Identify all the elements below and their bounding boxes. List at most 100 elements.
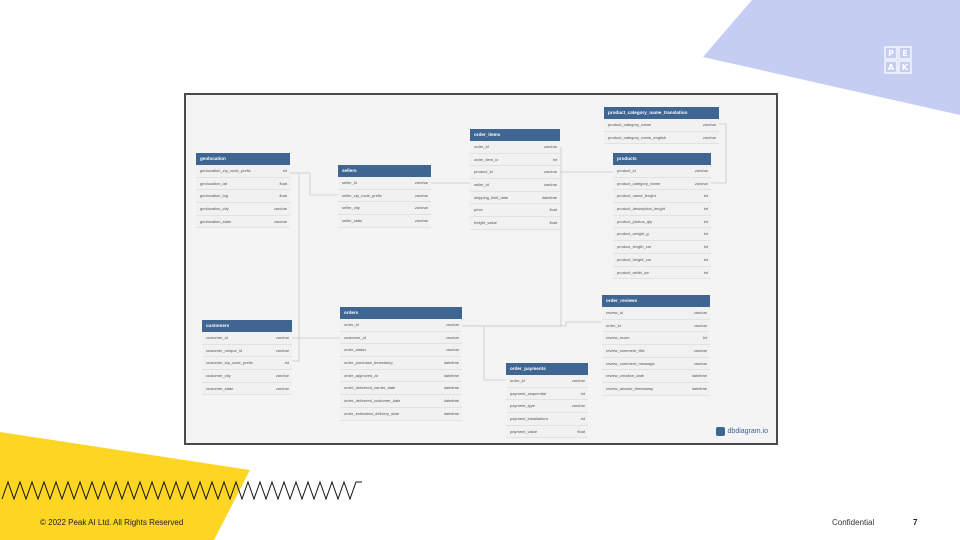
- column-name: payment_sequential: [510, 390, 546, 396]
- column-name: order_status: [344, 347, 367, 353]
- table-title: geolocation: [196, 153, 290, 165]
- column-type: float: [549, 207, 557, 213]
- column-type: datetime: [541, 194, 557, 200]
- table-product-category-name-translation[interactable]: product_category_name_translation produc…: [604, 107, 719, 145]
- table-products[interactable]: products product_id varchar product_categ…: [613, 153, 711, 280]
- share-icon: [715, 427, 725, 436]
- column-name: product_length_cm: [617, 244, 652, 250]
- column-type: int: [703, 206, 708, 212]
- column-type: varchar: [702, 134, 716, 140]
- lavender-corner-shape: [703, 0, 960, 115]
- column-name: product_height_cm: [617, 256, 652, 262]
- logo-letter-a: A: [888, 63, 895, 72]
- zigzag-line: [1, 480, 362, 501]
- column-type: varchar: [571, 378, 585, 383]
- yellow-corner-shape: [0, 432, 250, 540]
- dbdiagram-watermark[interactable]: dbdiagram.io: [715, 427, 768, 436]
- column-type: int: [703, 269, 708, 275]
- column-type: int: [284, 360, 289, 366]
- column-name: order_estimated_delivery_date: [344, 410, 399, 416]
- column-name: order_item_id: [474, 156, 499, 162]
- column-name: geolocation_lng: [200, 193, 229, 199]
- table-title: customers: [202, 320, 292, 332]
- column-name: customer_unique_id: [206, 347, 243, 353]
- column-name: product_name_lenght: [617, 193, 656, 199]
- peak-logo-icon: P E A K: [884, 46, 912, 74]
- column-type: varchar: [543, 182, 557, 188]
- column-type: varchar: [445, 347, 459, 353]
- column-name: product_category_name_english: [608, 134, 667, 140]
- table-title: order_reviews: [602, 295, 710, 307]
- page-number: 7: [913, 518, 918, 527]
- table-title: order_payments: [506, 363, 588, 375]
- column-type: float: [279, 193, 287, 199]
- column-name: product_description_lenght: [617, 206, 666, 212]
- column-name: order_id: [606, 322, 621, 328]
- column-type: varchar: [543, 144, 557, 149]
- column-type: varchar: [694, 168, 708, 173]
- column-name: payment_type: [510, 403, 536, 409]
- column-type: int: [703, 231, 708, 237]
- relationship-line: [711, 123, 727, 184]
- relationship-lines: [290, 123, 727, 381]
- column-type: float: [279, 180, 287, 186]
- column-name: geolocation_zip_code_prefix: [200, 168, 251, 173]
- column-type: varchar: [445, 334, 459, 340]
- column-type: varchar: [273, 218, 287, 224]
- column-name: product_photos_qty: [617, 218, 653, 224]
- table-row: price float: [470, 204, 560, 218]
- table-row: geolocation_state varchar: [196, 215, 290, 229]
- logo-letter-p: P: [888, 49, 894, 58]
- column-name: price: [474, 207, 483, 213]
- column-type: varchar: [414, 205, 428, 211]
- column-name: geolocation_state: [200, 218, 232, 224]
- column-type: varchar: [693, 322, 707, 328]
- column-type: varchar: [275, 385, 289, 391]
- column-name: seller_id: [342, 180, 357, 185]
- column-type: varchar: [414, 192, 428, 198]
- column-type: varchar: [275, 335, 289, 340]
- column-name: product_category_name: [617, 180, 661, 186]
- table-title: products: [613, 153, 711, 165]
- relationship-line: [462, 321, 602, 327]
- column-name: freight_value: [474, 220, 497, 226]
- column-type: varchar: [275, 373, 289, 379]
- table-row: geolocation_lng float: [196, 190, 290, 204]
- column-type: datetime: [691, 386, 707, 392]
- column-name: seller_zip_code_prefix: [342, 192, 382, 198]
- column-name: product_id: [617, 168, 636, 173]
- column-type: varchar: [543, 169, 557, 175]
- column-type: int: [580, 390, 585, 396]
- column-name: payment_installations: [510, 416, 549, 422]
- table-row: order_status varchar: [340, 344, 462, 358]
- table-row: product_id varchar: [613, 165, 711, 178]
